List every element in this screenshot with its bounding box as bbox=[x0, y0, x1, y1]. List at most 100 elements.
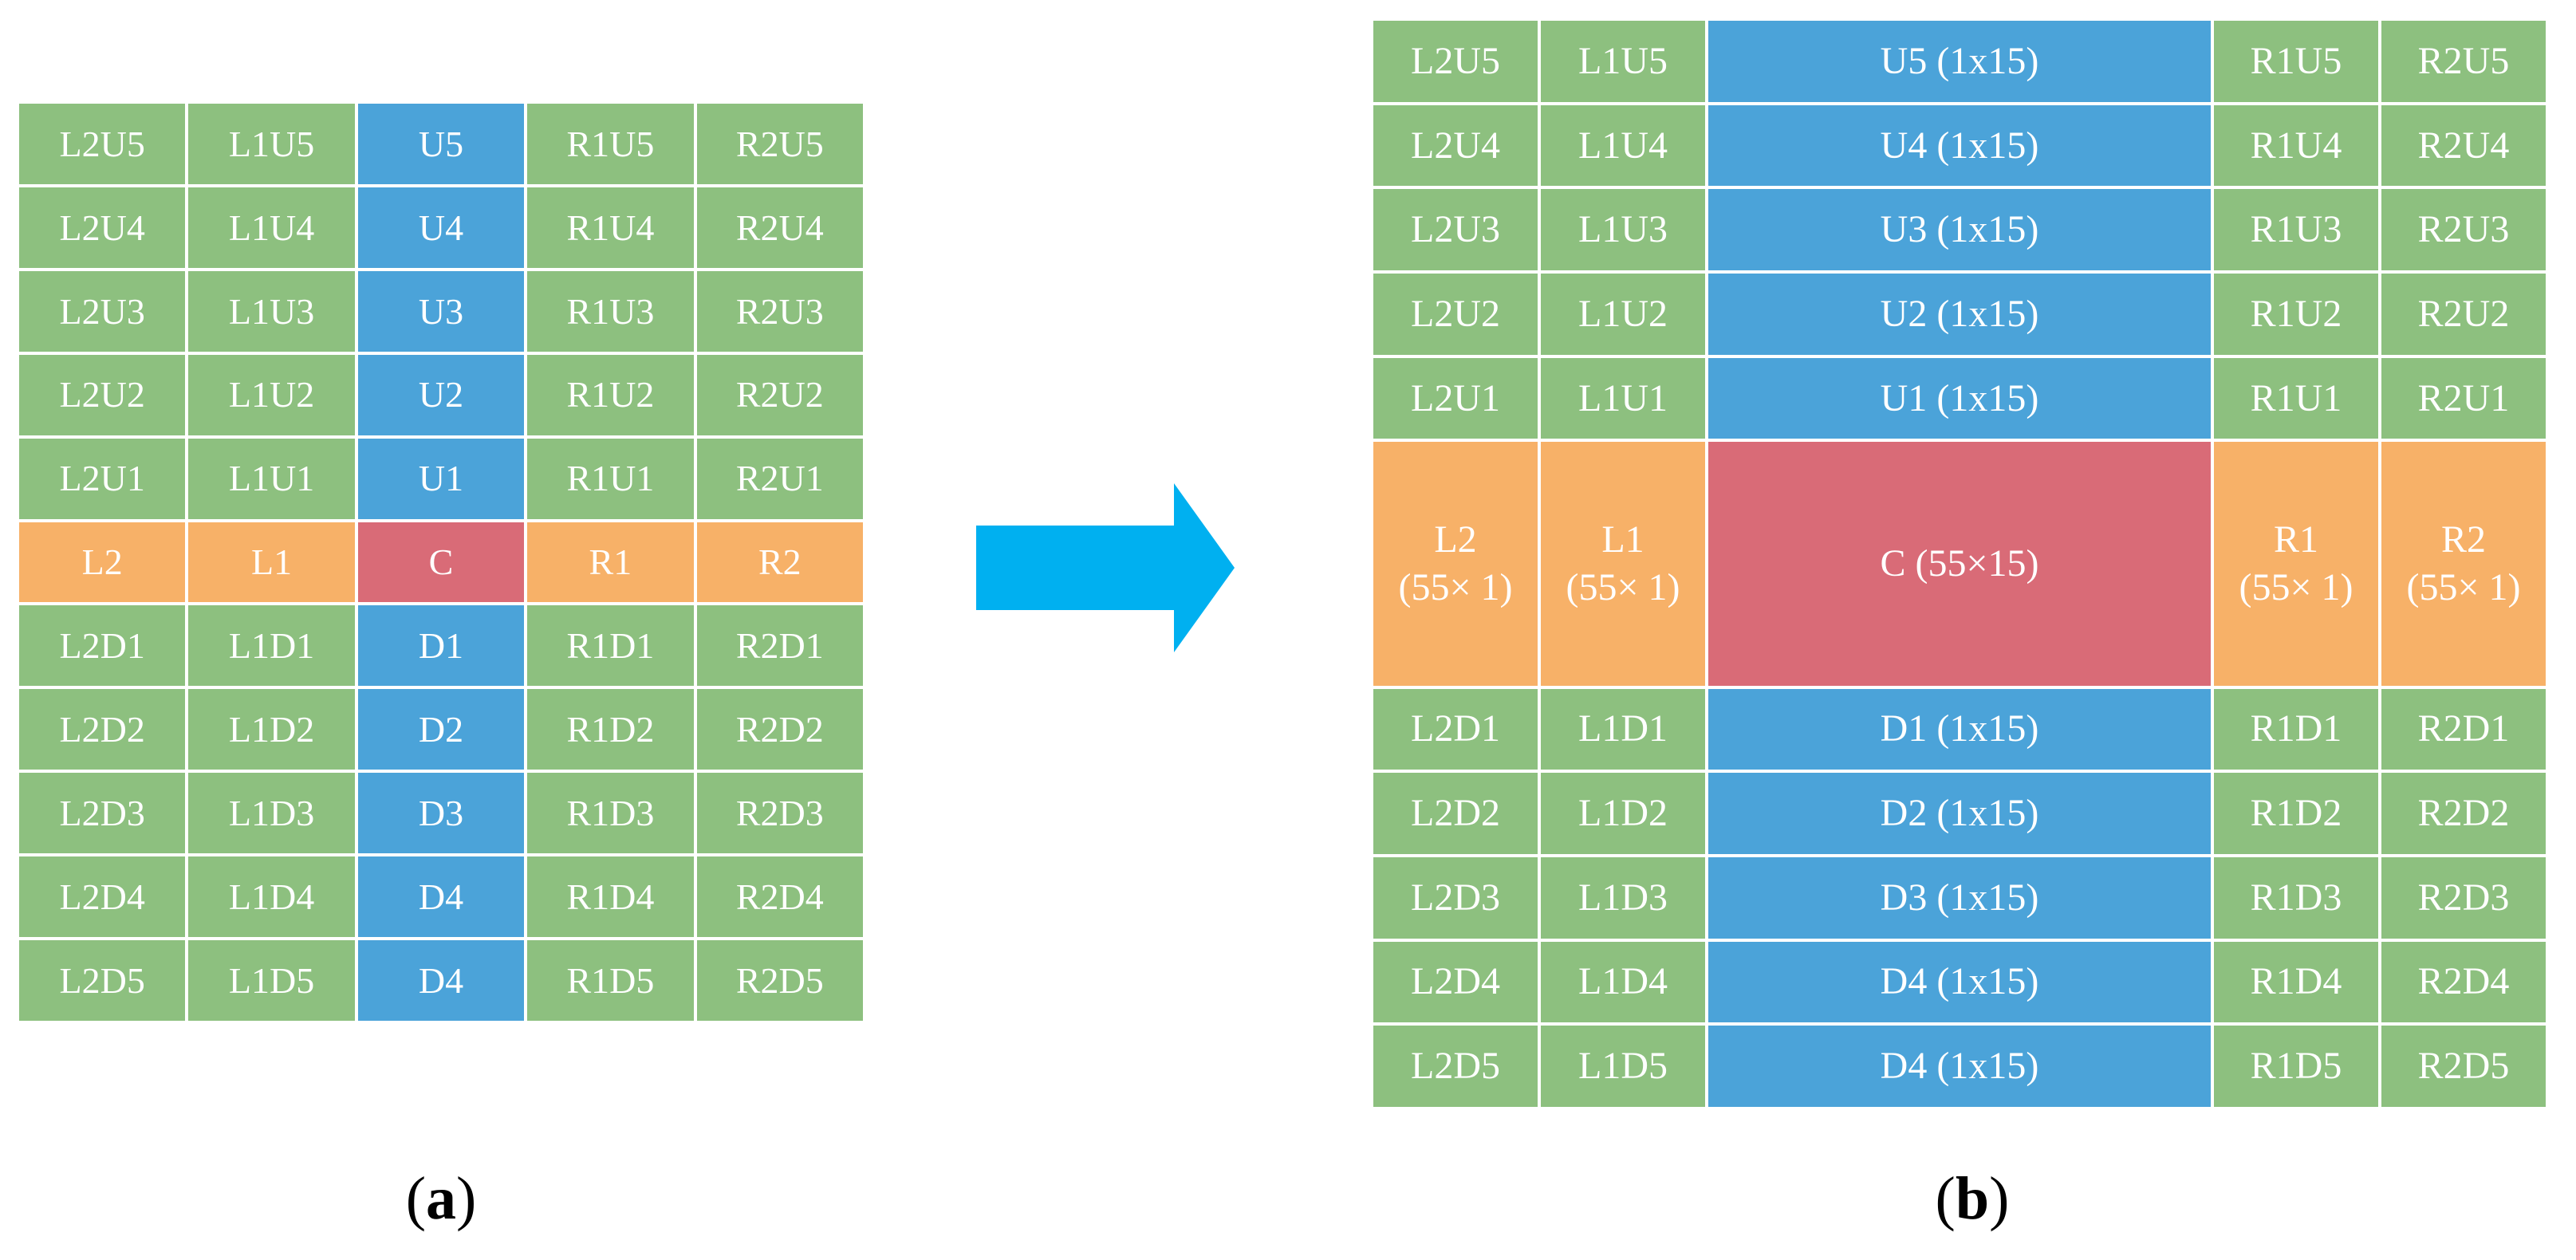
panel-a-caption: (a) bbox=[405, 1165, 477, 1232]
panel-a-cell-l2u1: L2U1 bbox=[19, 438, 186, 519]
panel-b-cell-l2u5: L2U5 bbox=[1373, 21, 1538, 102]
panel-b-cell-r2d4: R2D4 bbox=[2381, 941, 2546, 1023]
panel-a-cell-l1u2: L1U2 bbox=[188, 354, 355, 435]
panel-a-cell-r2u3: R2U3 bbox=[696, 270, 863, 352]
panel-b-cell-r2d1: R2D1 bbox=[2381, 688, 2546, 770]
panel-a-cell-r1d3: R1D3 bbox=[527, 773, 694, 854]
panel-a-cell-r1u4: R1U4 bbox=[527, 187, 694, 268]
panel-b-cell-r1: R1 (55× 1) bbox=[2214, 442, 2378, 686]
panel-b-cell-r1d3: R1D3 bbox=[2214, 856, 2378, 939]
panel-b-cell-d3-1x15: D3 (1x15) bbox=[1708, 856, 2211, 939]
panel-a-cell-u2: U2 bbox=[357, 354, 525, 435]
panel-a-cell-r1d5: R1D5 bbox=[527, 940, 694, 1021]
panel-a-cell-d4: D4 bbox=[357, 856, 525, 938]
panel-a-cell-l1u5: L1U5 bbox=[188, 104, 355, 184]
panel-a-cell-r2u1: R2U1 bbox=[696, 438, 863, 519]
panel-b-cell-u4-1x15: U4 (1x15) bbox=[1708, 104, 2211, 187]
panel-a-cell-r1d1: R1D1 bbox=[527, 605, 694, 687]
panel-b-cell-u1-1x15: U1 (1x15) bbox=[1708, 357, 2211, 439]
panel-a-cell-l1d5: L1D5 bbox=[188, 940, 355, 1021]
panel-a-cell-l1d2: L1D2 bbox=[188, 689, 355, 770]
panel-b-cell-l1d3: L1D3 bbox=[1541, 856, 1705, 939]
panel-a-cell-l2u3: L2U3 bbox=[19, 270, 186, 352]
panel-a-cell-r1u2: R1U2 bbox=[527, 354, 694, 435]
panel-b-cell-r2u3: R2U3 bbox=[2381, 189, 2546, 271]
panel-b-cell-l2d2: L2D2 bbox=[1373, 773, 1538, 854]
panel-b-cell-r1d1: R1D1 bbox=[2214, 688, 2378, 770]
panel-a-cell-l1d1: L1D1 bbox=[188, 605, 355, 687]
panel-b-cell-l2d5: L2D5 bbox=[1373, 1026, 1538, 1107]
panel-b-cell-r1u1: R1U1 bbox=[2214, 357, 2378, 439]
panel-b-cell-r2u2: R2U2 bbox=[2381, 274, 2546, 355]
panel-a-cell-l1d3: L1D3 bbox=[188, 773, 355, 854]
arrow-shape bbox=[976, 483, 1235, 652]
panel-b-cell-l2u2: L2U2 bbox=[1373, 274, 1538, 355]
panel-a-cell-d4: D4 bbox=[357, 940, 525, 1021]
panel-a-cell-r2d1: R2D1 bbox=[696, 605, 863, 687]
panel-a-cell-l2d3: L2D3 bbox=[19, 773, 186, 854]
panel-a-cell-u4: U4 bbox=[357, 187, 525, 268]
panel-a-cell-l1u3: L1U3 bbox=[188, 270, 355, 352]
panel-a-cell-r1u5: R1U5 bbox=[527, 104, 694, 184]
panel-a-cell-r2d5: R2D5 bbox=[696, 940, 863, 1021]
panel-b-cell-l2u1: L2U1 bbox=[1373, 357, 1538, 439]
panel-b-cell-r2: R2 (55× 1) bbox=[2381, 442, 2546, 686]
panel-b-cell-r2d3: R2D3 bbox=[2381, 856, 2546, 939]
panel-a-cell-r2d3: R2D3 bbox=[696, 773, 863, 854]
panel-a-cell-l2d4: L2D4 bbox=[19, 856, 186, 938]
panel-b-cell-r2u4: R2U4 bbox=[2381, 104, 2546, 187]
panel-a-cell-l1u4: L1U4 bbox=[188, 187, 355, 268]
panel-b-cell-l1d1: L1D1 bbox=[1541, 688, 1705, 770]
panel-b-cell-r2u5: R2U5 bbox=[2381, 21, 2546, 102]
panel-a-cell-l2: L2 bbox=[19, 522, 186, 603]
panel-b-cell-d4-1x15: D4 (1x15) bbox=[1708, 941, 2211, 1023]
panel-a-cell-r2u5: R2U5 bbox=[696, 104, 863, 184]
panel-a-cell-r1d4: R1D4 bbox=[527, 856, 694, 938]
panel-a-cell-l2d5: L2D5 bbox=[19, 940, 186, 1021]
panel-b-cell-u3-1x15: U3 (1x15) bbox=[1708, 189, 2211, 271]
panel-b-cell-l1: L1 (55× 1) bbox=[1541, 442, 1705, 686]
panel-a-cell-c: C bbox=[357, 522, 525, 603]
panel-b-cell-l1d2: L1D2 bbox=[1541, 773, 1705, 854]
panel-b-cell-l2d1: L2D1 bbox=[1373, 688, 1538, 770]
panel-b-cell-r1u4: R1U4 bbox=[2214, 104, 2378, 187]
panel-a-cell-r2d2: R2D2 bbox=[696, 689, 863, 770]
panel-b-cell-l1d4: L1D4 bbox=[1541, 941, 1705, 1023]
panel-b-cell-d2-1x15: D2 (1x15) bbox=[1708, 773, 2211, 854]
panel-b-cell-l1u2: L1U2 bbox=[1541, 274, 1705, 355]
panel-a-cell-r1: R1 bbox=[527, 522, 694, 603]
panel-b-cell-r2d5: R2D5 bbox=[2381, 1026, 2546, 1107]
panel-b-cell-l1u1: L1U1 bbox=[1541, 357, 1705, 439]
panel-b-cell-r1d5: R1D5 bbox=[2214, 1026, 2378, 1107]
panel-a-cell-u3: U3 bbox=[357, 270, 525, 352]
panel-b-cell-r1u3: R1U3 bbox=[2214, 189, 2378, 271]
panel-a-cell-r2u4: R2U4 bbox=[696, 187, 863, 268]
panel-b-cell-r1d2: R1D2 bbox=[2214, 773, 2378, 854]
panel-a-cell-d2: D2 bbox=[357, 689, 525, 770]
panel-a-cell-d3: D3 bbox=[357, 773, 525, 854]
panel-b-cell-r2u1: R2U1 bbox=[2381, 357, 2546, 439]
panel-b-cell-l2: L2 (55× 1) bbox=[1373, 442, 1538, 686]
panel-b-cell-l1d5: L1D5 bbox=[1541, 1026, 1705, 1107]
panel-a-cell-l2u5: L2U5 bbox=[19, 104, 186, 184]
panel-b-cell-r1u2: R1U2 bbox=[2214, 274, 2378, 355]
panel-b-cell-l2u3: L2U3 bbox=[1373, 189, 1538, 271]
panel-b-cell-l1u4: L1U4 bbox=[1541, 104, 1705, 187]
panel-a-cell-d1: D1 bbox=[357, 605, 525, 687]
panel-a-cell-u1: U1 bbox=[357, 438, 525, 519]
panel-b-cell-r1u5: R1U5 bbox=[2214, 21, 2378, 102]
panel-a-cell-r2u2: R2U2 bbox=[696, 354, 863, 435]
panel-a-cell-l1: L1 bbox=[188, 522, 355, 603]
right-arrow-icon bbox=[976, 483, 1235, 652]
panel-b-cell-u5-1x15: U5 (1x15) bbox=[1708, 21, 2211, 102]
panel-a-cell-l1d4: L1D4 bbox=[188, 856, 355, 938]
panel-b-cell-r2d2: R2D2 bbox=[2381, 773, 2546, 854]
panel-a-cell-r2d4: R2D4 bbox=[696, 856, 863, 938]
panel-b-cell-l2d4: L2D4 bbox=[1373, 941, 1538, 1023]
panel-a-cell-r2: R2 bbox=[696, 522, 863, 603]
panel-a-cell-u5: U5 bbox=[357, 104, 525, 184]
panel-b-cell-l1u3: L1U3 bbox=[1541, 189, 1705, 271]
panel-b-cell-l1u5: L1U5 bbox=[1541, 21, 1705, 102]
panel-b-caption: (b) bbox=[1935, 1165, 2010, 1232]
